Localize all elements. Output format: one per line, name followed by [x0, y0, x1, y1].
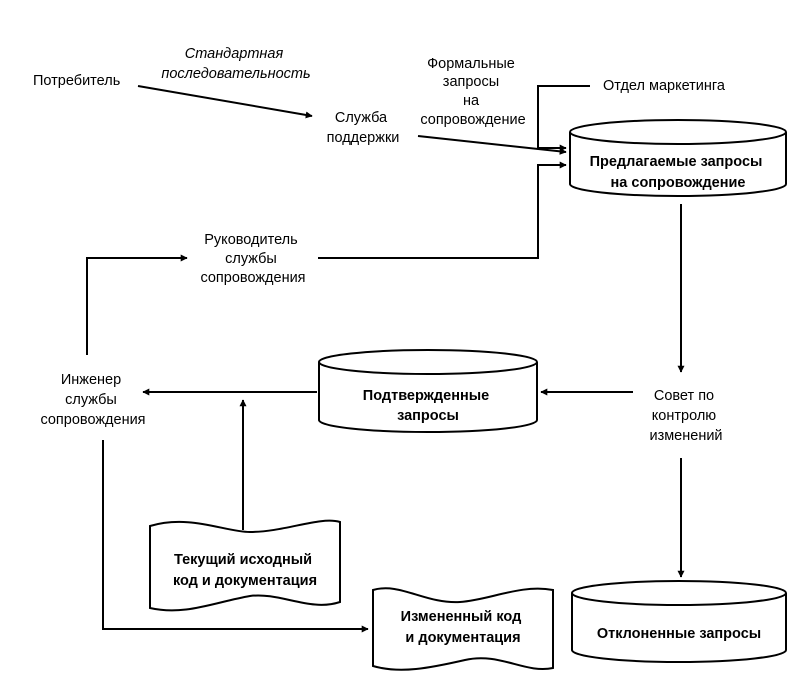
changed-code-label: Измененный код и документация	[401, 609, 526, 646]
marketing-dept-label: Отдел маркетинга	[603, 78, 726, 94]
rejected-requests-store	[571, 580, 787, 663]
maintenance-manager-label: Руководитель службы сопровождения	[200, 232, 305, 286]
formal-requests-label: Формальные запросы на сопровождение	[420, 56, 525, 128]
arrow-consumer-to-support	[137, 85, 313, 119]
line-manager-to-proposed	[318, 161, 567, 259]
confirmed-requests-label: Подтвержденные запросы	[363, 388, 493, 424]
change-board-label: Совет по контролю изменений	[649, 388, 722, 444]
current-code-document	[149, 519, 341, 612]
changed-code-document	[372, 587, 554, 671]
line-marketing-to-proposed	[537, 85, 590, 152]
arrow-engineer-to-manager	[86, 254, 188, 355]
current-code-label: Текущий исходный код и документация	[173, 552, 317, 589]
arrow-engineer-to-changed	[102, 440, 369, 633]
standard-sequence-label: Стандартная последовательность	[161, 46, 310, 82]
support-service-label: Служба поддержки	[327, 110, 400, 146]
proposed-requests-label: Предлагаемые запросы на сопровождение	[590, 154, 767, 191]
consumer-label: Потребитель	[33, 73, 120, 89]
arrow-support-to-proposed	[417, 135, 567, 155]
engineer-label: Инженер службы сопровождения	[40, 372, 145, 428]
confirmed-requests-store	[318, 349, 538, 433]
rejected-requests-label: Отклоненные запросы	[597, 626, 761, 642]
proposed-requests-store	[569, 119, 787, 197]
